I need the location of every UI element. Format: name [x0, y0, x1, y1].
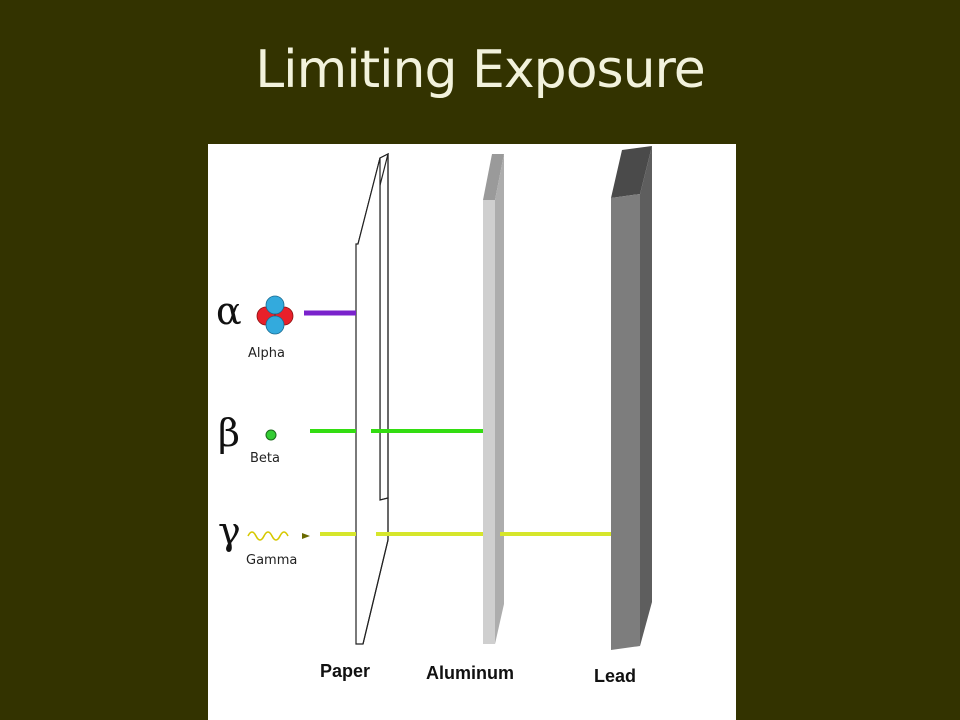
- diagram-canvas: α β γ Alpha Beta Gamma Paper Aluminum Le…: [216, 146, 652, 686]
- alpha-label: Alpha: [248, 346, 285, 361]
- alpha-particle-icon: [256, 295, 294, 335]
- radiation-shielding-diagram: α β γ Alpha Beta Gamma Paper Aluminum Le…: [208, 144, 736, 720]
- slide-title: Limiting Exposure: [255, 40, 706, 100]
- gamma-label: Gamma: [246, 553, 297, 568]
- alpha-symbol: α: [216, 289, 242, 333]
- beta-label: Beta: [250, 451, 280, 466]
- lead-sheet: [611, 146, 652, 650]
- lead-label: Lead: [594, 666, 636, 686]
- paper-label: Paper: [320, 661, 370, 681]
- beta-symbol: β: [218, 411, 240, 455]
- gamma-symbol: γ: [218, 509, 241, 553]
- gamma-wave-icon: [247, 531, 310, 541]
- paper-sheet: [355, 152, 389, 645]
- aluminum-label: Aluminum: [426, 663, 514, 683]
- beta-particle-icon: [265, 429, 277, 441]
- aluminum-sheet: [483, 154, 504, 644]
